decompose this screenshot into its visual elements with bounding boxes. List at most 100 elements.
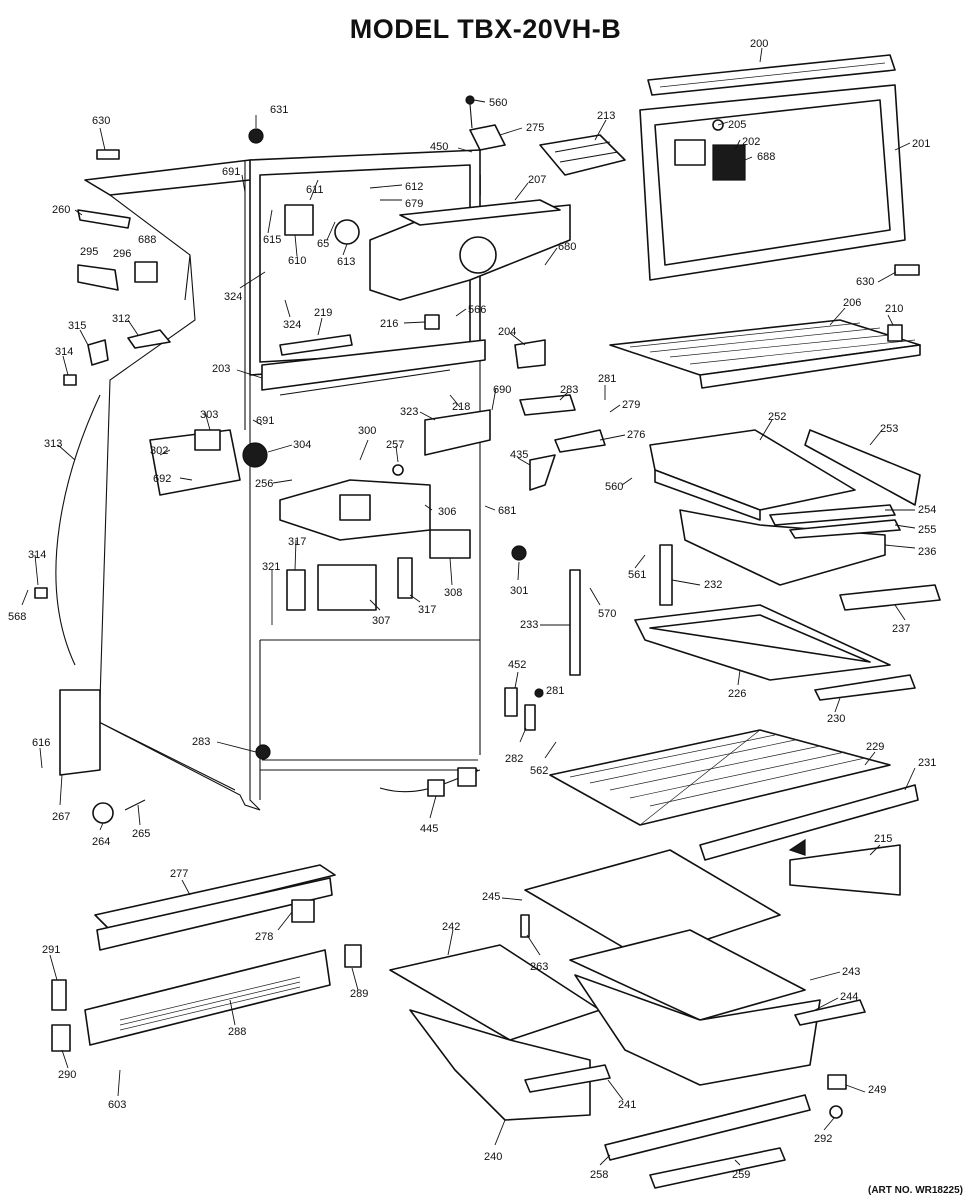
door-gasket-top [647, 54, 896, 96]
callout-label: 313 [44, 438, 62, 450]
callout-label: 300 [358, 425, 376, 437]
callout-label: 226 [728, 688, 746, 700]
cantilever-shelf [634, 604, 891, 681]
base-rail [94, 864, 336, 951]
shelf-ladder [569, 569, 581, 676]
callout-label: 312 [112, 313, 130, 325]
callout-label: 267 [52, 811, 70, 823]
callout-label: 213 [597, 110, 615, 122]
callout-label: 603 [108, 1099, 126, 1111]
callout-label: 615 [263, 234, 281, 246]
callout-label: 265 [132, 828, 150, 840]
callout-label: 283 [192, 736, 210, 748]
callout-label: 203 [212, 363, 230, 375]
callout-label: 201 [912, 138, 930, 150]
callout-label: 281 [546, 685, 564, 697]
callout-label: 301 [510, 585, 528, 597]
callout-label: 216 [380, 318, 398, 330]
callout-label: 562 [530, 765, 548, 777]
callout-label: 231 [918, 757, 936, 769]
callout-label: 256 [255, 478, 273, 490]
callout-label: 277 [170, 868, 188, 880]
top-hinge [465, 95, 506, 151]
callout-label: 230 [827, 713, 845, 725]
callout-label: 630 [92, 115, 110, 127]
pan-trim [769, 504, 901, 539]
lower-controls [286, 529, 471, 611]
base-switches [291, 899, 362, 968]
callout-label: 324 [283, 319, 301, 331]
callout-label: 435 [510, 449, 528, 461]
callout-label: 236 [918, 546, 936, 558]
callout-label: 200 [750, 38, 768, 50]
callout-label: 204 [498, 326, 516, 338]
callout-label: 244 [840, 991, 858, 1003]
callout-label: 452 [508, 659, 526, 671]
power-cord [379, 767, 481, 797]
art-number: (ART NO. WR18225) [867, 1185, 963, 1196]
callout-label: 691 [222, 166, 240, 178]
crisper-trims [524, 999, 866, 1093]
callout-label: 202 [742, 136, 760, 148]
callout-label: 566 [468, 304, 486, 316]
shelf-cover [789, 844, 901, 896]
callout-labels: 200 201 202 205 688 630 213 275 560 450 … [8, 38, 936, 1181]
callout-label: 290 [58, 1069, 76, 1081]
callout-label: 570 [598, 608, 616, 620]
callout-label: 242 [442, 921, 460, 933]
callout-label: 314 [28, 549, 46, 561]
callout-label: 278 [255, 931, 273, 943]
callout-label: 218 [452, 401, 470, 413]
control-housing [279, 479, 431, 541]
callout-label: 275 [526, 122, 544, 134]
callout-label: 237 [892, 623, 910, 635]
callout-label: 207 [528, 174, 546, 186]
callout-label: 292 [814, 1133, 832, 1145]
callout-label: 445 [420, 823, 438, 835]
fan-motor [284, 204, 360, 245]
callout-label: 321 [262, 561, 280, 573]
callout-label: 561 [628, 569, 646, 581]
diagram-title: MODEL TBX-20VH-B [349, 14, 622, 44]
shelf-front-trim [814, 674, 916, 701]
shelf-trim [839, 584, 941, 611]
callout-label: 288 [228, 1026, 246, 1038]
ice-tray [539, 134, 626, 176]
callout-label: 631 [270, 104, 288, 116]
callout-label: 679 [405, 198, 423, 210]
callout-label: 241 [618, 1099, 636, 1111]
wire-shelf-trim [699, 784, 919, 861]
callout-label: 229 [866, 741, 884, 753]
callout-label: 240 [484, 1151, 502, 1163]
callout-label: 219 [314, 307, 332, 319]
bottom-hinge [504, 687, 536, 731]
callout-label: 680 [558, 241, 576, 253]
callout-label: 324 [224, 291, 242, 303]
callout-label: 610 [288, 255, 306, 267]
callout-label: 252 [768, 411, 786, 423]
callout-label: 257 [386, 439, 404, 451]
callout-label: 295 [80, 246, 98, 258]
callout-label: 692 [153, 473, 171, 485]
roller-and-axle [92, 799, 146, 824]
callout-label: 65 [317, 238, 329, 250]
callout-label: 296 [113, 248, 131, 260]
center-hinge [519, 394, 606, 491]
callout-label: 249 [868, 1084, 886, 1096]
callout-label: 568 [8, 611, 26, 623]
callout-label: 289 [350, 988, 368, 1000]
callout-label: 245 [482, 891, 500, 903]
callout-label: 253 [880, 423, 898, 435]
callout-label: 243 [842, 966, 860, 978]
side-panel [59, 689, 101, 776]
callout-label: 307 [372, 615, 390, 627]
callout-label: 282 [505, 753, 523, 765]
thermostat [149, 429, 268, 496]
callout-label: 616 [32, 737, 50, 749]
callout-label: 688 [757, 151, 775, 163]
callout-label: 263 [530, 961, 548, 973]
callout-label: 259 [732, 1169, 750, 1181]
callout-label: 612 [405, 181, 423, 193]
leader-lines [21, 47, 916, 1166]
